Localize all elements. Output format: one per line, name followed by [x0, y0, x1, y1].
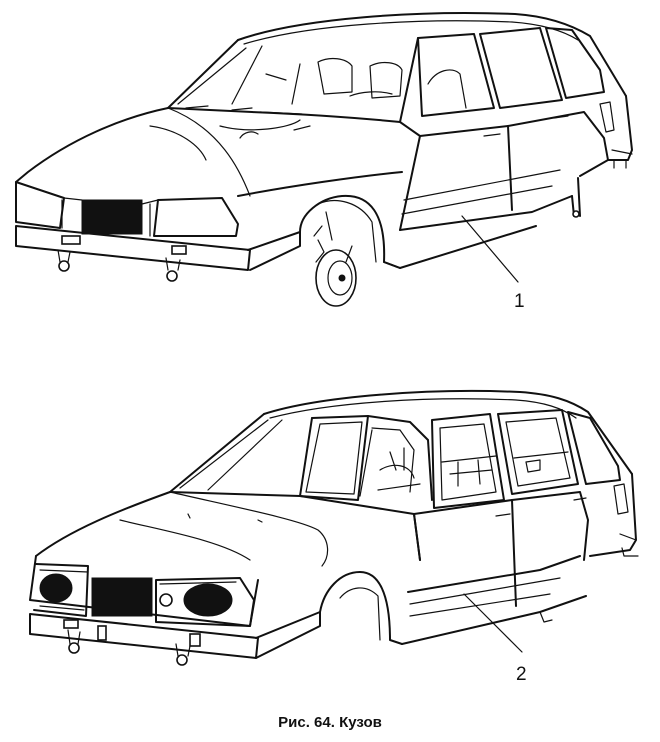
callout-label-2: 2 [516, 664, 527, 685]
body-shell-drawing [29, 389, 639, 666]
callout-leader-2 [463, 593, 523, 653]
callout-leader-1 [461, 215, 519, 283]
figure-caption: Рис. 64. Кузов [278, 714, 382, 731]
assembled-body-drawing [15, 12, 633, 307]
callout-label-1: 1 [514, 291, 525, 312]
